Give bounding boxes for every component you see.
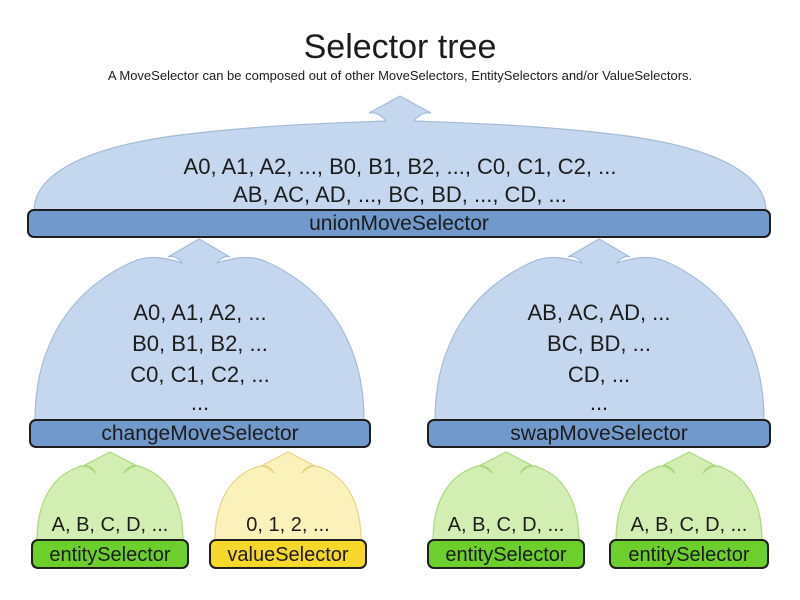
change-items-line: C0, C1, C2, ... [130,362,269,387]
swap-bar-label: swapMoveSelector [510,422,687,445]
value1-items-line: 0, 1, 2, ... [246,514,329,536]
change-items-line: B0, B1, B2, ... [132,331,268,356]
swap-move-selector-node: AB, AC, AD, ... BC, BD, ... CD, ... ... … [427,238,771,448]
swap-cloud-arrow-shape [434,238,765,421]
entity3-bar-label: entitySelector [628,544,750,566]
entity1-cloud-arrow-shape [36,451,184,541]
swap-items-line: ... [590,390,608,415]
value1-bar-label: valueSelector [227,544,349,566]
entity3-bar [609,539,769,569]
union-cloud-arrow-shape [33,95,767,212]
union-bar [27,209,771,238]
union-bar-label: unionMoveSelector [309,212,489,235]
change-cloud-arrow-shape [34,238,365,421]
entity-selector-node-1: A, B, C, D, ... entitySelector [31,451,189,569]
union-move-selector-node: A0, A1, A2, ..., B0, B1, B2, ..., C0, C1… [27,95,771,238]
entity2-items-line: A, B, C, D, ... [448,514,565,536]
swap-items-line: BC, BD, ... [547,331,651,356]
value1-cloud-arrow-shape [214,451,362,541]
union-items-line: AB, AC, AD, ..., BC, BD, ..., CD, ... [233,182,567,207]
swap-bar [427,419,771,448]
value-selector-node: 0, 1, 2, ... valueSelector [209,451,367,569]
entity2-cloud-arrow-shape [432,451,580,541]
page-title: Selector tree [304,28,497,66]
entity3-items-line: A, B, C, D, ... [631,514,748,536]
entity-selector-node-3: A, B, C, D, ... entitySelector [609,451,769,569]
entity-selector-node-2: A, B, C, D, ... entitySelector [427,451,585,569]
entity2-bar [427,539,585,569]
entity1-bar-label: entitySelector [49,544,171,566]
union-items-line: A0, A1, A2, ..., B0, B1, B2, ..., C0, C1… [184,154,617,179]
entity1-items-line: A, B, C, D, ... [52,514,169,536]
value1-bar [209,539,367,569]
change-move-selector-node: A0, A1, A2, ... B0, B1, B2, ... C0, C1, … [29,238,371,448]
change-bar [29,419,371,448]
change-bar-label: changeMoveSelector [101,422,298,445]
entity2-bar-label: entitySelector [445,544,567,566]
entity3-cloud-arrow-shape [615,451,763,541]
swap-items-line: AB, AC, AD, ... [527,300,670,325]
swap-items-line: CD, ... [568,362,630,387]
entity1-bar [31,539,189,569]
change-items-line: A0, A1, A2, ... [133,300,266,325]
page-subtitle: A MoveSelector can be composed out of ot… [108,68,692,83]
change-items-line: ... [191,390,209,415]
